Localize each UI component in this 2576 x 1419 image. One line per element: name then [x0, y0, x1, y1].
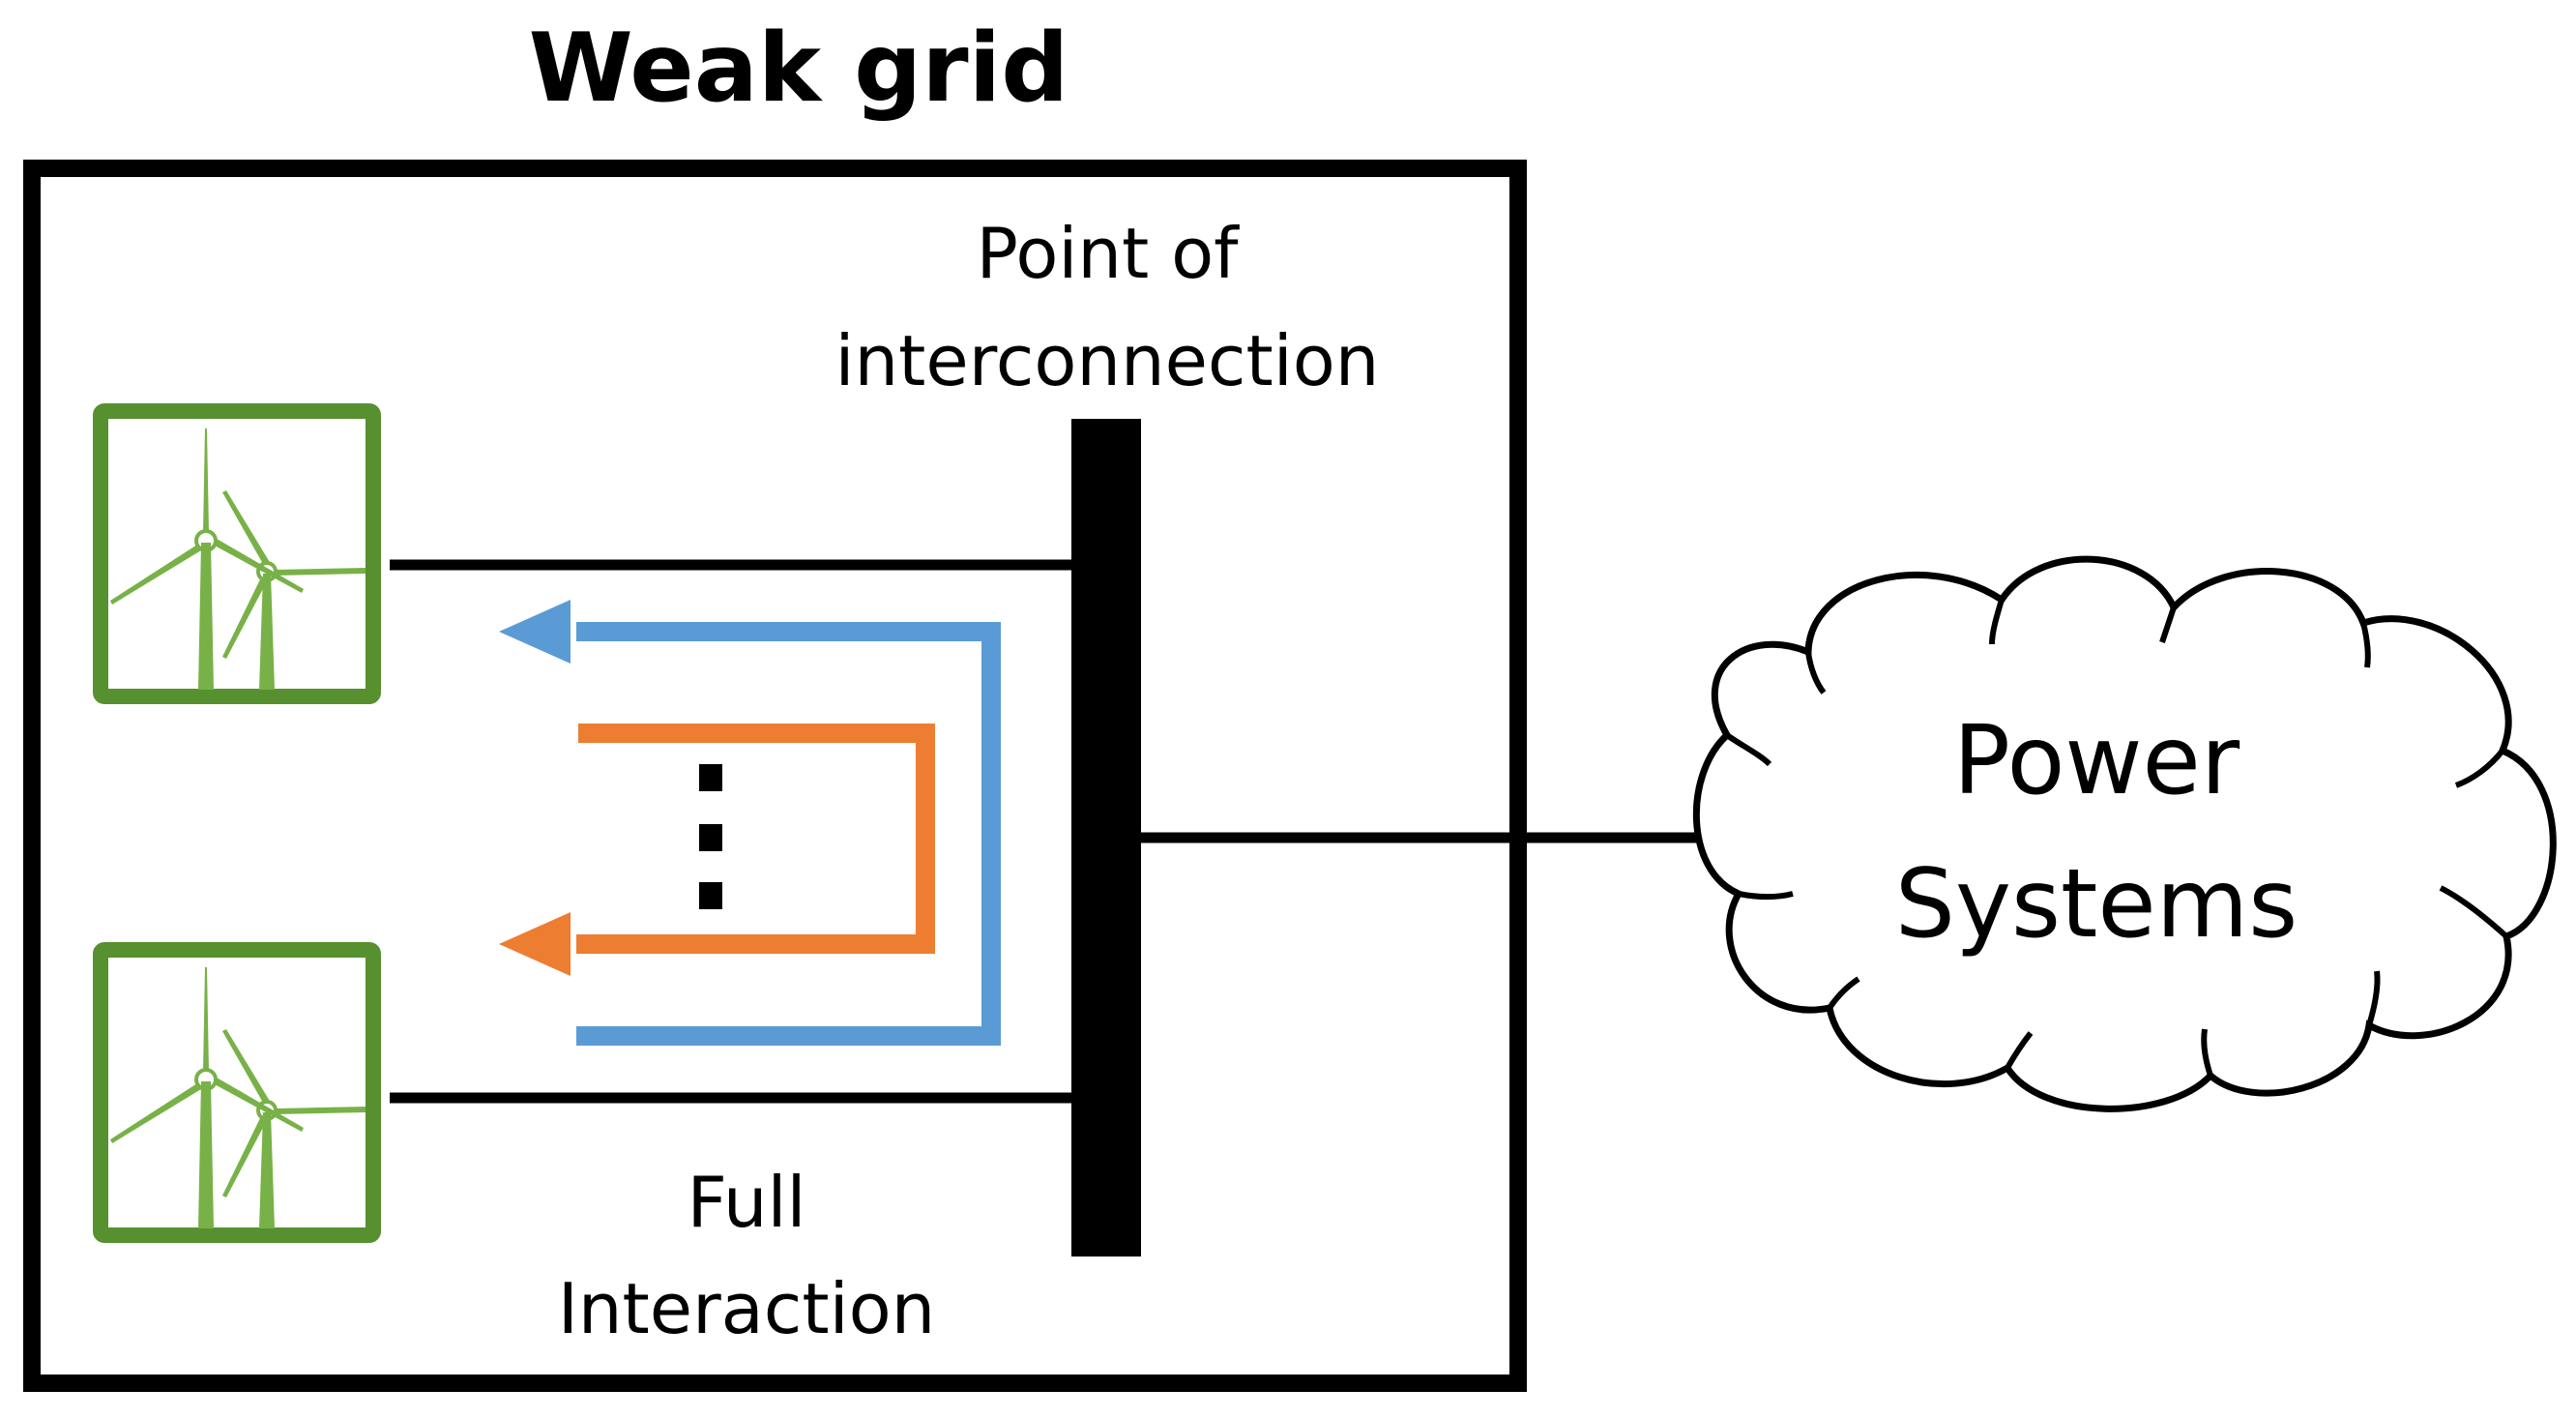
vertical-ellipsis: [699, 764, 722, 909]
poi-label-line1: Point of: [976, 213, 1240, 294]
wind-turbine-icon: [101, 411, 373, 696]
cloud-icon: [1692, 555, 2557, 1112]
interaction-label-line1: Full: [687, 1162, 805, 1243]
cloud-label-line1: Power: [1953, 706, 2240, 816]
interaction-label-line2: Interaction: [558, 1268, 936, 1349]
wind-turbine-icon: [101, 950, 373, 1235]
outer-interaction-arrow: [576, 622, 1001, 1046]
outer-arrowhead: [499, 600, 571, 664]
cloud-label-line2: Systems: [1895, 849, 2298, 960]
inner-interaction-arrow: [576, 724, 935, 954]
diagram-title: Weak grid: [529, 14, 1069, 124]
poi-label-line2: interconnection: [835, 320, 1380, 401]
inner-arrowhead: [499, 912, 571, 976]
busbar: [1071, 419, 1141, 1256]
weak-grid-box: [23, 160, 1527, 1392]
